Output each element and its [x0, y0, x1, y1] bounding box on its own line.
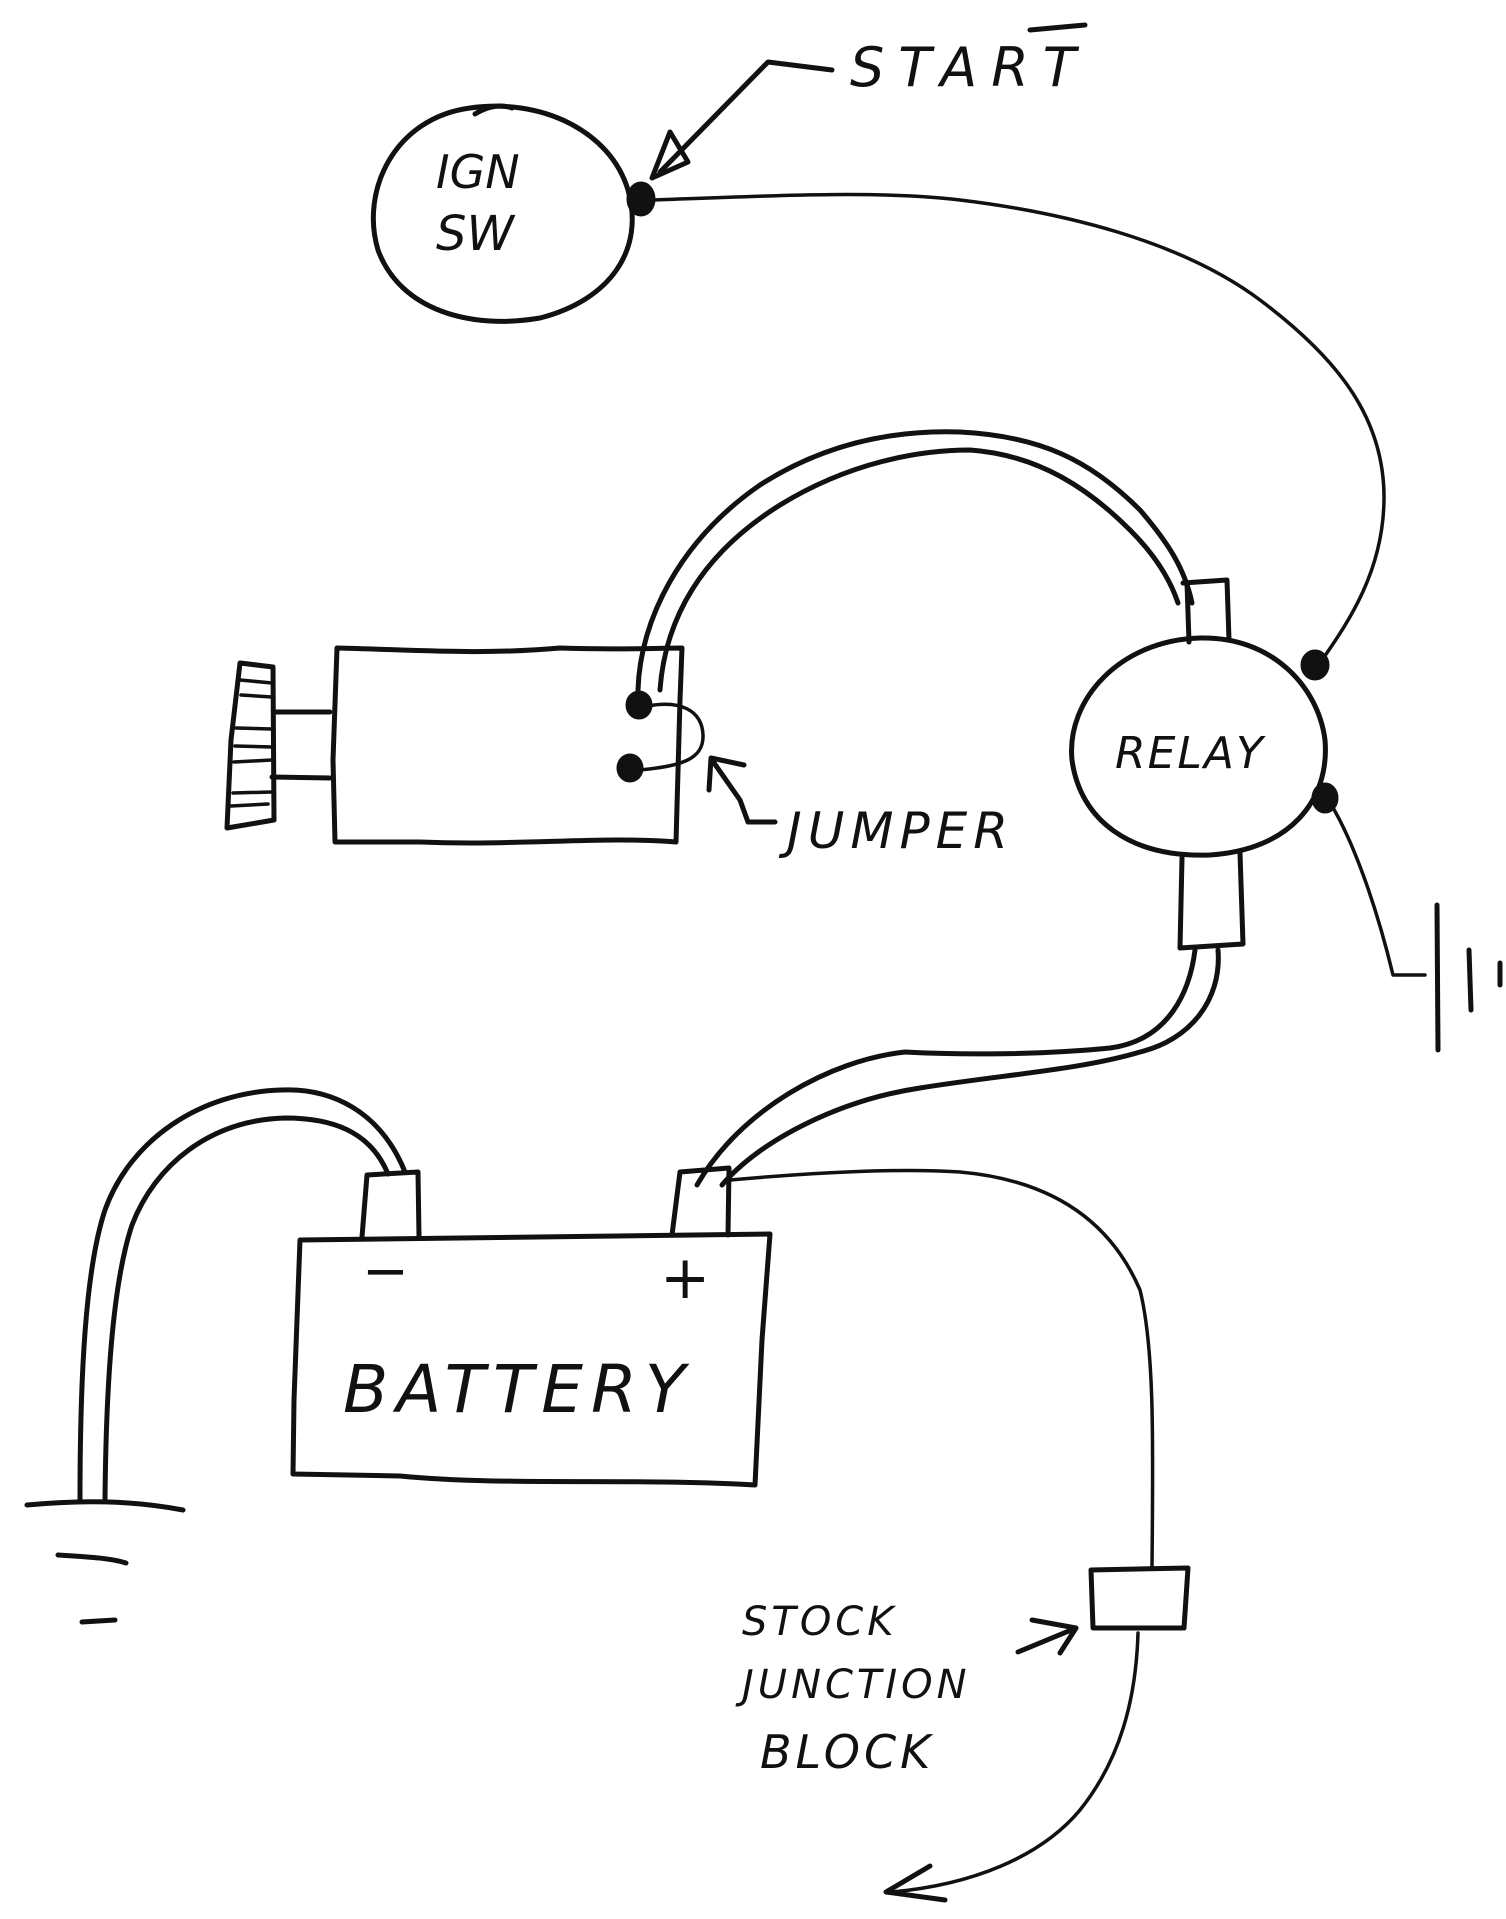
earth-ground-icon — [24, 1499, 186, 1625]
jumper-arrowhead-icon — [706, 755, 747, 793]
starter-motor-body — [330, 645, 685, 846]
battery: − + BATTERY — [290, 1165, 773, 1488]
ignition-switch-label-line2: SW — [436, 206, 515, 262]
starter-shaft-bottom — [269, 774, 333, 781]
ignition-switch-body — [370, 103, 635, 324]
battery-negative-terminal-box — [359, 1169, 422, 1240]
junction-leader-line — [1015, 1625, 1079, 1655]
jumper-wire — [638, 702, 705, 772]
junction-output-arrowhead-icon — [883, 1863, 948, 1903]
start-label: START — [850, 36, 1090, 99]
start-overline — [1027, 22, 1088, 33]
junction-label-line1: STOCK — [742, 1599, 897, 1645]
relay-top-terminal-box — [1180, 577, 1232, 645]
junction-label-line2: JUNCTION — [735, 1662, 971, 1708]
relay-to-ground-wire — [1330, 804, 1427, 977]
junction-label-line3: BLOCK — [760, 1725, 934, 1779]
starter-motor — [224, 645, 705, 846]
battery-to-junction-wire — [728, 1168, 1155, 1570]
relay-body — [1069, 635, 1328, 858]
junction-output-wire — [890, 1631, 1140, 1894]
ignition-switch-top-mark — [472, 103, 515, 117]
motor-to-relay-cable — [635, 429, 1195, 693]
junction-block — [1088, 1565, 1191, 1631]
relay-bottom-terminal-box — [1177, 850, 1246, 951]
jumper-label: JUMPER — [778, 802, 1014, 860]
jumper-callout: JUMPER — [706, 755, 1014, 860]
relay-to-battery-cable — [694, 947, 1221, 1188]
junction-block-body — [1088, 1565, 1191, 1631]
start-terminal-icon — [626, 181, 656, 217]
start-arrowhead-icon — [649, 129, 691, 181]
battery-negative-mark: − — [362, 1239, 409, 1304]
ignition-switch: IGN SW — [370, 103, 656, 324]
battery-to-ground-cable — [77, 1087, 408, 1503]
ignition-switch-label-line1: IGN — [436, 145, 520, 199]
relay-stud-upper-icon — [1300, 649, 1330, 681]
ignition-to-relay-wire — [652, 192, 1386, 662]
relay: RELAY — [1069, 577, 1339, 951]
battery-body — [290, 1231, 773, 1488]
battery-label: BATTERY — [343, 1351, 693, 1428]
motor-terminal-lower-icon — [616, 753, 644, 783]
junction-arrowhead-icon — [1029, 1617, 1079, 1656]
junction-callout: STOCK JUNCTION BLOCK — [735, 1599, 1079, 1779]
chassis-ground-icon — [1434, 902, 1503, 1053]
jumper-leader-line — [709, 757, 778, 825]
pinion-gear-icon — [224, 660, 277, 831]
relay-label: RELAY — [1115, 728, 1266, 779]
battery-positive-mark: + — [660, 1243, 710, 1313]
start-callout: START — [649, 22, 1090, 181]
start-leader-line — [657, 59, 835, 175]
battery-positive-terminal-box — [669, 1165, 732, 1238]
